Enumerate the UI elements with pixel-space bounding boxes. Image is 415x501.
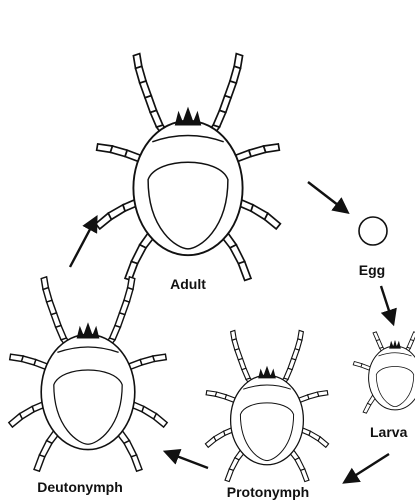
stage-label-adult: Adult (170, 276, 206, 292)
arrow-protonymph-to-deutonymph (166, 452, 208, 468)
stage-label-larva: Larva (370, 424, 408, 440)
larva-mite (353, 332, 415, 413)
egg (359, 217, 387, 245)
arrow-deutonymph-to-adult (70, 218, 96, 267)
stage-label-deutonymph: Deutonymph (37, 479, 123, 495)
stage-label-protonymph: Protonymph (227, 484, 309, 500)
arrow-larva-to-protonymph (345, 454, 389, 482)
adult-mite (96, 54, 281, 281)
protonymph-mite (205, 330, 328, 481)
deutonymph-mite (9, 277, 167, 471)
stage-label-egg: Egg (359, 262, 385, 278)
arrow-egg-to-larva (381, 286, 393, 323)
arrow-adult-to-egg (308, 182, 347, 212)
